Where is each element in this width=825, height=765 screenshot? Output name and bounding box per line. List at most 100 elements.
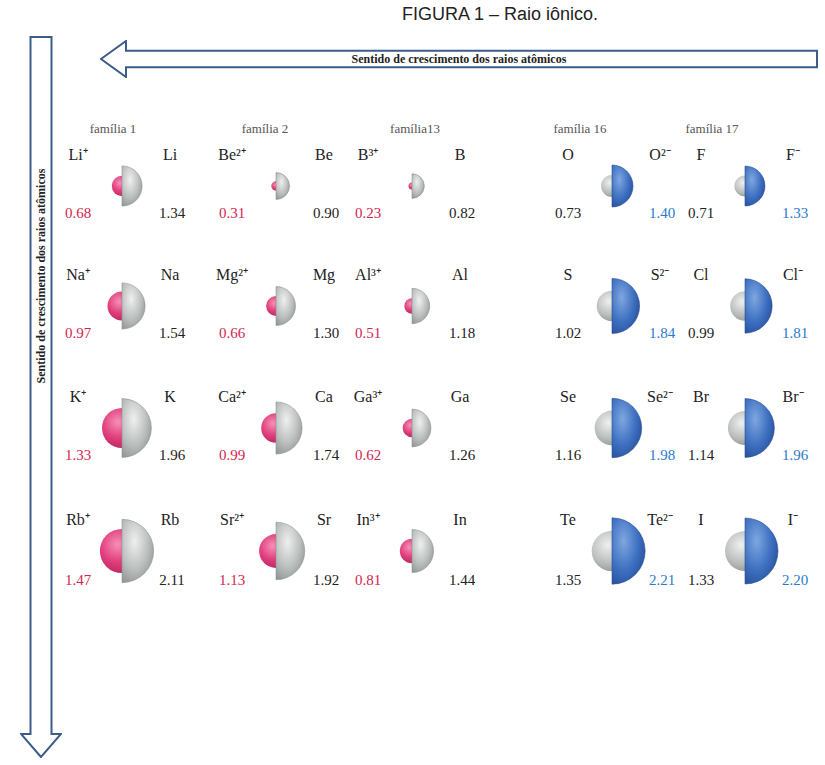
family-header: família 1 — [90, 122, 137, 135]
radius-value: 1.96 — [159, 448, 185, 463]
radius-value: 2.11 — [159, 573, 185, 588]
element-symbol: Mg — [313, 267, 335, 283]
radius-value: 0.62 — [355, 448, 381, 463]
anion-hemisphere — [612, 165, 633, 207]
element-symbol: K — [164, 389, 176, 405]
radius-value: 1.54 — [159, 326, 185, 341]
element-symbol: Cl — [693, 267, 708, 283]
radius-value: 1.47 — [65, 573, 91, 588]
element-symbol: Na⁺ — [66, 267, 90, 283]
element-symbol: Mg²⁺ — [216, 267, 248, 283]
element-symbol: Sr — [317, 512, 331, 528]
family-header: família 2 — [242, 122, 289, 135]
element-symbol: Ca²⁺ — [218, 389, 246, 405]
atom-hemisphere — [412, 174, 424, 199]
figure-title: FIGURA 1 – Raio iônico. — [402, 5, 598, 23]
radius-value: 0.82 — [449, 206, 475, 221]
radius-value: 1.44 — [449, 573, 475, 588]
element-symbol: Sr²⁺ — [220, 512, 244, 528]
radius-value: 0.23 — [355, 206, 381, 221]
radius-value: 1.13 — [219, 573, 245, 588]
family-header: família13 — [390, 122, 440, 135]
atom-hemisphere — [412, 288, 430, 323]
family-header: família 16 — [553, 122, 606, 135]
element-symbol: Rb⁺ — [66, 512, 90, 528]
radius-value: 0.90 — [313, 206, 339, 221]
radius-value: 1.18 — [449, 326, 475, 341]
element-symbol: Br — [693, 389, 709, 405]
element-symbol: Te — [560, 512, 576, 528]
element-symbol: I — [698, 512, 703, 528]
element-symbol: Al³⁺ — [355, 267, 381, 283]
anion-hemisphere — [612, 518, 645, 584]
element-symbol: F⁻ — [786, 147, 800, 163]
radius-value: 1.40 — [649, 206, 675, 221]
anion-hemisphere — [745, 399, 774, 458]
radius-value: 0.68 — [65, 206, 91, 221]
radius-value: 0.31 — [219, 206, 245, 221]
radius-value: 1.14 — [688, 448, 714, 463]
element-symbol: Li — [163, 147, 177, 163]
direction-arrow: Sentido de crescimento dos raios atômico… — [100, 40, 818, 78]
radius-value: 0.73 — [555, 206, 581, 221]
radius-value: 0.71 — [688, 206, 714, 221]
element-symbol: Be — [315, 147, 333, 163]
family-header: família 17 — [685, 122, 738, 135]
element-symbol: In — [453, 512, 466, 528]
element-symbol: In³⁺ — [356, 512, 379, 528]
element-symbol: Li⁺ — [68, 147, 87, 163]
direction-arrow: Sentido de crescimento dos raios atômico… — [20, 36, 62, 758]
element-symbol: K⁺ — [70, 389, 87, 405]
element-symbol: Se²⁻ — [647, 389, 673, 405]
radius-value: 1.16 — [555, 448, 581, 463]
element-symbol: Al — [452, 267, 468, 283]
atom-hemisphere — [276, 402, 302, 454]
atom-hemisphere — [276, 173, 290, 200]
element-symbol: Be²⁺ — [218, 147, 246, 163]
element-symbol: Se — [560, 389, 576, 405]
radius-value: 0.66 — [219, 326, 245, 341]
atom-hemisphere — [122, 166, 142, 206]
arrow-label: Sentido de crescimento dos raios atômico… — [35, 169, 47, 384]
atom-hemisphere — [122, 283, 145, 329]
anion-hemisphere — [612, 278, 640, 333]
arrow-label: Sentido de crescimento dos raios atômico… — [352, 53, 567, 65]
atom-hemisphere — [122, 399, 151, 458]
arrow-outline — [20, 36, 62, 758]
element-symbol: O — [562, 147, 574, 163]
atom-hemisphere — [412, 409, 431, 447]
radius-value: 1.30 — [313, 326, 339, 341]
element-symbol: Ga — [451, 389, 470, 405]
element-symbol: Te²⁻ — [647, 512, 673, 528]
anion-hemisphere — [745, 279, 772, 333]
anion-hemisphere — [745, 518, 778, 584]
radius-value: 2.20 — [782, 573, 808, 588]
element-symbol: S — [564, 267, 573, 283]
radius-value: 0.81 — [355, 573, 381, 588]
radius-value: 1.33 — [65, 448, 91, 463]
element-symbol: Rb — [161, 512, 180, 528]
radius-value: 0.99 — [688, 326, 714, 341]
element-symbol: O²⁻ — [649, 147, 670, 163]
radius-value: 1.34 — [159, 206, 185, 221]
radius-value: 0.97 — [65, 326, 91, 341]
radius-value: 1.81 — [782, 326, 808, 341]
radius-value: 0.99 — [219, 448, 245, 463]
element-symbol: F — [697, 147, 706, 163]
radius-value: 1.02 — [555, 326, 581, 341]
radius-value: 1.92 — [313, 573, 339, 588]
atom-hemisphere — [412, 529, 434, 572]
atom-hemisphere — [276, 287, 296, 326]
radius-value: 1.33 — [688, 573, 714, 588]
anion-hemisphere — [612, 398, 642, 457]
element-symbol: S²⁻ — [651, 267, 670, 283]
radius-value: 1.98 — [649, 448, 675, 463]
radius-value: 2.21 — [649, 573, 675, 588]
element-symbol: I⁻ — [788, 512, 798, 528]
anion-hemisphere — [745, 166, 765, 206]
element-symbol: B — [455, 147, 466, 163]
radius-value: 1.26 — [449, 448, 475, 463]
radius-value: 1.96 — [782, 448, 808, 463]
element-symbol: B³⁺ — [358, 147, 378, 163]
element-symbol: Na — [161, 267, 180, 283]
